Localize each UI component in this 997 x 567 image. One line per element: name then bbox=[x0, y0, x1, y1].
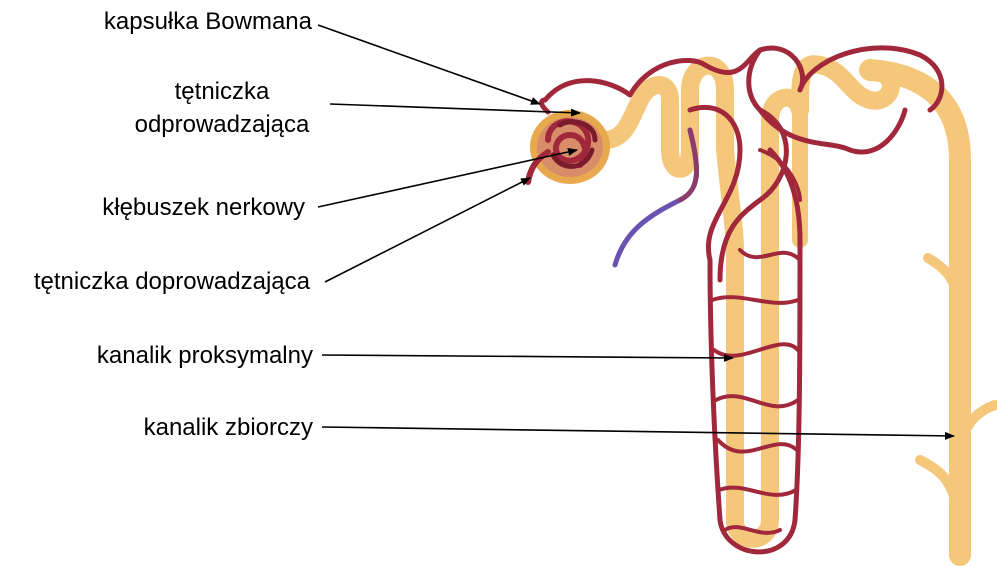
label-bowman-capsule: kapsułka Bowmana bbox=[104, 8, 313, 35]
label-efferent-line1: tętniczka bbox=[175, 78, 270, 105]
nephron-tubule bbox=[605, 64, 891, 539]
pointer-afferent bbox=[325, 178, 530, 282]
pointer-proximal-tubule bbox=[322, 355, 733, 358]
label-efferent-line2: odprowadzająca bbox=[135, 111, 310, 138]
label-glomerulus: kłębuszek nerkowy bbox=[102, 194, 305, 221]
labels: kapsułka Bowmana tętniczka odprowadzając… bbox=[34, 8, 313, 441]
label-collecting-duct: kanalik zbiorczy bbox=[144, 414, 313, 441]
pointer-bowman-capsule bbox=[318, 25, 540, 104]
pointer-glomerulus bbox=[318, 150, 577, 207]
label-afferent: tętniczka doprowadzająca bbox=[34, 268, 311, 295]
pointer-collecting-duct bbox=[322, 427, 954, 436]
label-proximal-tubule: kanalik proksymalny bbox=[97, 342, 313, 369]
